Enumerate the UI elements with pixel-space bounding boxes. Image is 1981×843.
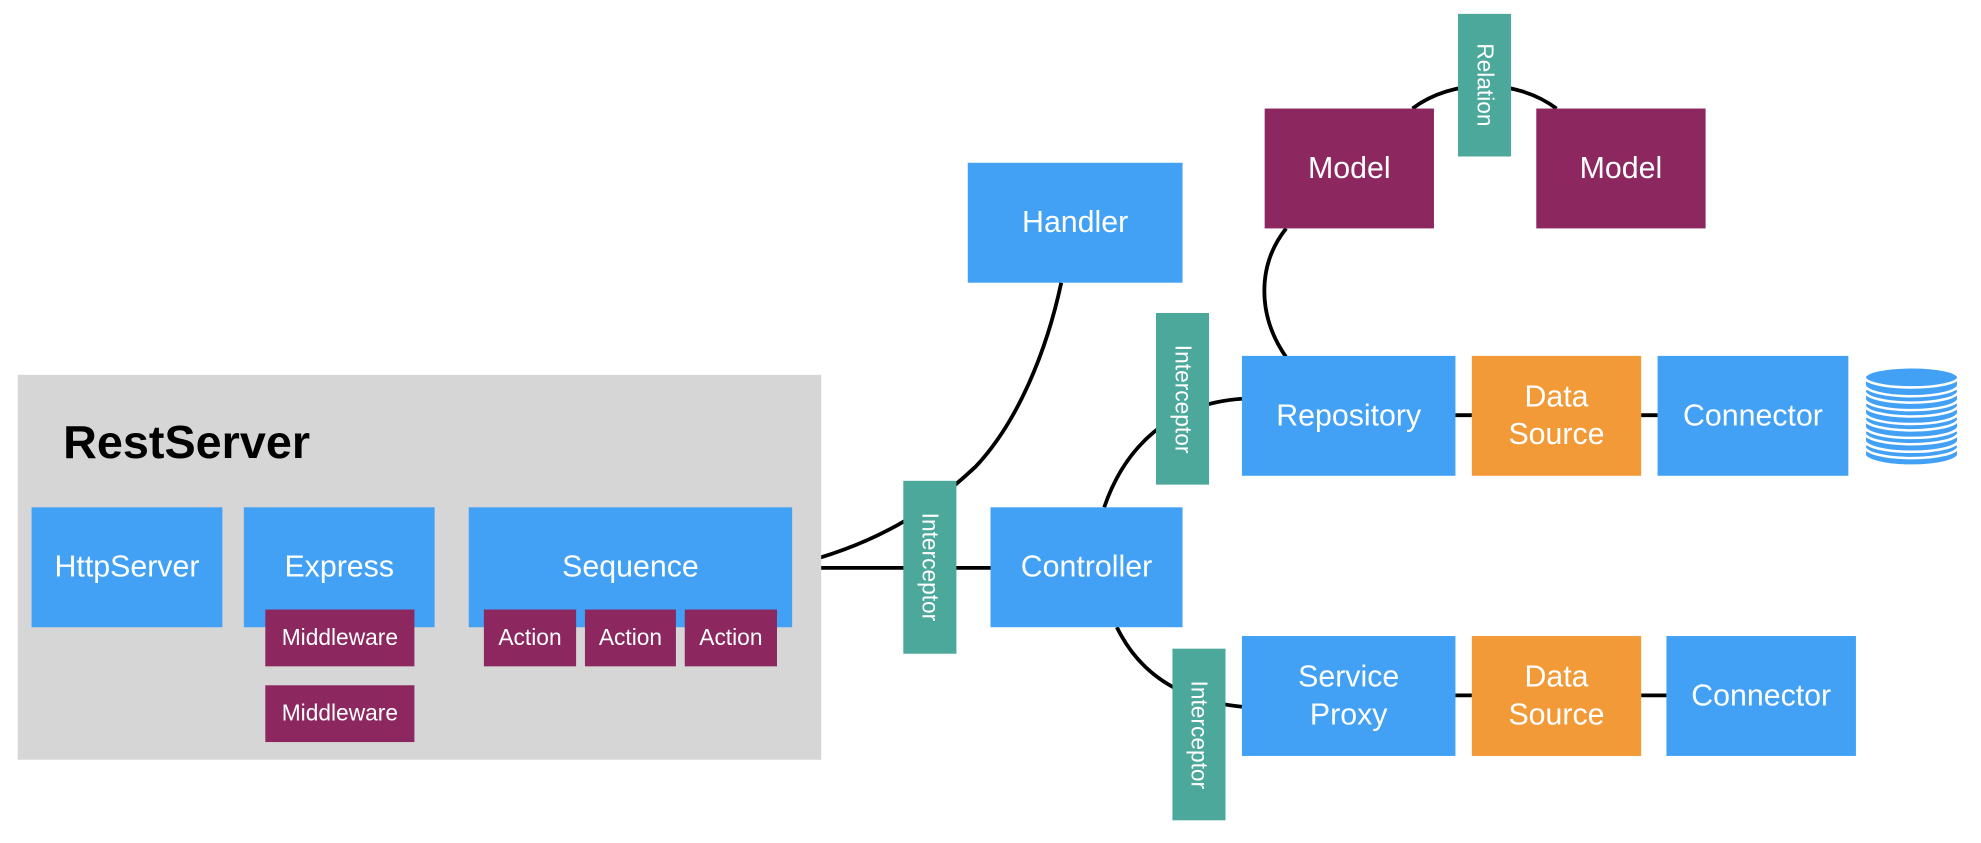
relation-node[interactable]: Relation [1457,13,1512,157]
httpserver-node[interactable]: HttpServer [31,507,223,628]
link-controller-repository [1102,396,1243,508]
express-node[interactable]: Express [243,507,435,628]
middleware-node-2[interactable]: Middleware [265,685,415,743]
datasource-node-2[interactable]: Data Source [1471,636,1642,756]
repository-node[interactable]: Repository [1241,355,1456,476]
link-model-repository [1262,227,1288,359]
interceptor-repository-node[interactable]: Interceptor [1156,312,1210,485]
interceptor-main-node[interactable]: Interceptor [903,480,957,654]
action-node-3[interactable]: Action [684,609,777,667]
handler-node[interactable]: Handler [967,162,1183,283]
database-icon [1863,365,1960,467]
interceptor-main-label: Interceptor [917,512,943,622]
action-node-1[interactable]: Action [483,609,577,667]
model-node-2[interactable]: Model [1536,108,1706,229]
middleware-node-1[interactable]: Middleware [265,609,415,667]
interceptor-service-node[interactable]: Interceptor [1172,648,1226,821]
controller-node[interactable]: Controller [990,507,1183,628]
connector-node-2[interactable]: Connector [1666,636,1856,756]
connector-node-1[interactable]: Connector [1657,355,1849,476]
relation-label: Relation [1472,43,1498,127]
sequence-node[interactable]: Sequence [468,507,793,628]
interceptor-repository-label: Interceptor [1170,344,1196,454]
restserver-title: RestServer [63,416,311,469]
link-sequence-handler [791,282,1064,568]
action-node-2[interactable]: Action [584,609,676,667]
model-node-1[interactable]: Model [1264,108,1434,229]
datasource-node-1[interactable]: Data Source [1471,355,1642,476]
service-proxy-node[interactable]: Service Proxy [1241,636,1456,756]
interceptor-service-label: Interceptor [1186,680,1212,789]
